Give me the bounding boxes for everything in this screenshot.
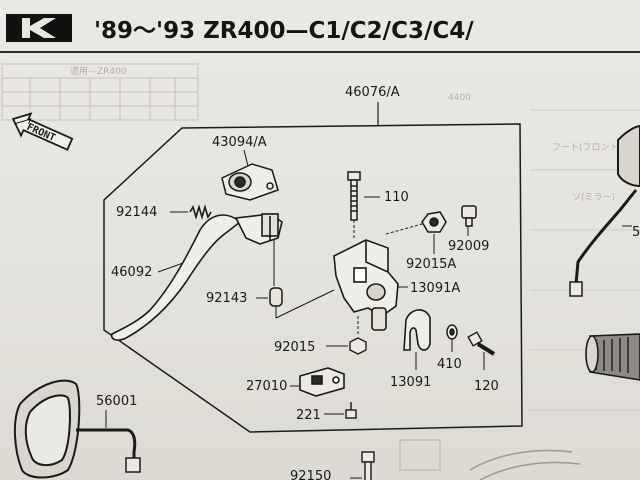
left-mirror-part bbox=[13, 379, 141, 479]
faded-table-title: 適用—ZR400 bbox=[70, 65, 127, 77]
right-handlebar-grip-part bbox=[585, 333, 640, 381]
faded-note-1: フート(フロント) bbox=[552, 143, 622, 153]
part-label-27010: 27010 bbox=[246, 379, 287, 394]
switch-part bbox=[299, 367, 345, 397]
lever-holder-part bbox=[333, 239, 399, 331]
part-label-92015: 92015 bbox=[274, 340, 315, 355]
faded-part-number: 4400 bbox=[448, 93, 471, 103]
part-label-221: 221 bbox=[296, 408, 321, 423]
clamp-part bbox=[403, 309, 431, 351]
small-screw-part bbox=[345, 402, 357, 419]
washer-part bbox=[446, 324, 458, 340]
assembly-boundary bbox=[103, 123, 523, 433]
spring-part bbox=[189, 204, 212, 220]
pivot-bolt-part bbox=[347, 171, 361, 221]
part-label-43094a: 43094/A bbox=[212, 135, 267, 150]
part-label-13091a: 13091A bbox=[410, 281, 460, 296]
part-label-5-partial: 5 bbox=[632, 225, 640, 240]
part-label-92150: 92150 bbox=[290, 469, 331, 480]
screw-part bbox=[461, 205, 477, 227]
part-label-92143: 92143 bbox=[206, 291, 247, 306]
faded-ruling-lines bbox=[530, 109, 640, 411]
part-label-46092: 46092 bbox=[111, 265, 152, 280]
part-label-92009: 92009 bbox=[448, 239, 489, 254]
small-nut-part bbox=[349, 337, 367, 355]
clutch-lever-part bbox=[110, 213, 283, 341]
nut-part bbox=[421, 211, 447, 233]
part-label-13091: 13091 bbox=[390, 375, 431, 390]
right-mirror-part bbox=[569, 124, 640, 297]
faded-background-parts bbox=[399, 439, 581, 480]
collar-part bbox=[269, 287, 283, 307]
reservoir-cap-part bbox=[221, 163, 279, 201]
part-label-110: 110 bbox=[384, 190, 409, 205]
part-label-120: 120 bbox=[474, 379, 499, 394]
part-label-92015a: 92015A bbox=[406, 257, 456, 272]
part-label-410: 410 bbox=[437, 357, 462, 372]
kawasaki-logo-icon bbox=[6, 14, 72, 42]
part-label-56001: 56001 bbox=[96, 394, 137, 409]
mirror-bolt-part bbox=[361, 451, 375, 480]
part-label-92144: 92144 bbox=[116, 205, 157, 220]
part-label-46076a: 46076/A bbox=[345, 85, 400, 100]
page-title: '89～'93 ZR400—C1/C2/C3/C4/ bbox=[94, 18, 474, 44]
faded-note-2: ソ(ミラー) bbox=[572, 192, 615, 203]
clamp-bolt-part bbox=[467, 331, 496, 356]
front-arrow-icon: FRONT bbox=[11, 112, 74, 151]
